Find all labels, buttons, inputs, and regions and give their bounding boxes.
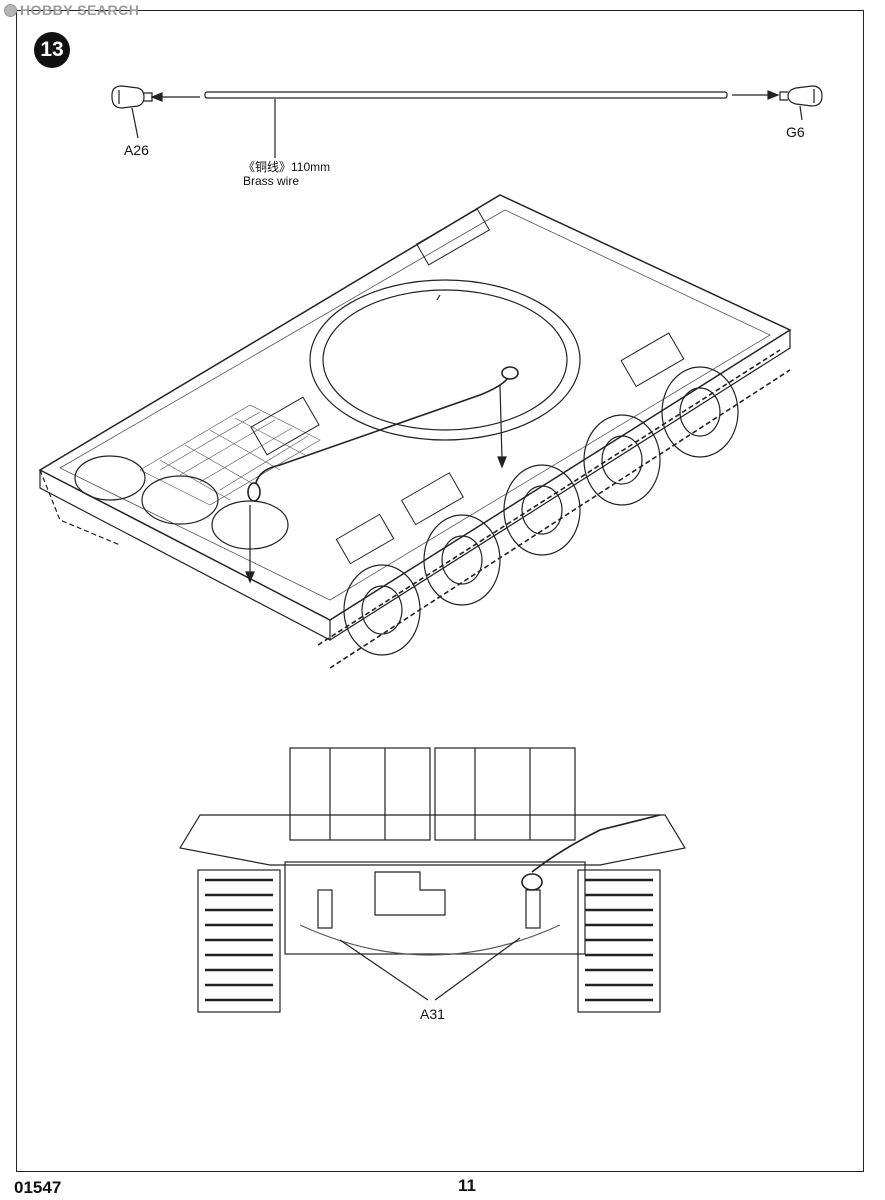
rear-fender-plate [179, 814, 686, 866]
wire-arrow-right-icon [732, 90, 780, 100]
watermark-text: HOBBY SEARCH [20, 2, 140, 18]
left-track [197, 869, 281, 1013]
product-code: 01547 [14, 1178, 62, 1197]
brass-wire [204, 91, 728, 99]
step-number-badge: 13 [34, 32, 70, 68]
tank-rear-view [179, 747, 686, 1013]
wire-subassembly [111, 85, 823, 158]
page-number: 11 [458, 1176, 476, 1195]
g6-leader-line [799, 105, 803, 121]
watermark-logo-icon [4, 3, 17, 17]
page-frame [16, 10, 864, 1172]
wire-note-cn: 《铜线》110mm [243, 160, 331, 174]
right-track [577, 869, 661, 1013]
rear-fuel-drums [74, 455, 289, 550]
a26-leader-line [131, 107, 139, 139]
install-arrows [245, 294, 507, 584]
turret-ring [309, 279, 581, 441]
tank-isometric-view [38, 194, 792, 669]
wire-note-en: Brass wire [243, 174, 300, 188]
hull-hatches [250, 208, 685, 565]
rear-drum-boxes [289, 747, 576, 841]
track-links [317, 349, 791, 669]
rear-hull-curve [299, 924, 561, 956]
part-g6-icon [779, 85, 823, 107]
rear-tow-hooks [317, 871, 541, 929]
rear-hull-plate [284, 861, 586, 955]
rear-installed-wire [521, 814, 661, 891]
installed-wire [247, 366, 519, 502]
a31-leader-lines [339, 937, 521, 1001]
watermark: HOBBY SEARCH [4, 2, 139, 18]
part-label-a31: A31 [420, 1006, 445, 1022]
part-label-g6: G6 [786, 124, 805, 140]
road-wheels [343, 366, 739, 656]
wire-arrow-left-icon [150, 92, 200, 102]
engine-grille [139, 404, 321, 506]
rear-track [39, 469, 121, 546]
part-label-a26: A26 [124, 142, 149, 158]
part-a26-icon [111, 85, 153, 109]
wire-note: 《铜线》110mm Brass wire [243, 160, 330, 188]
